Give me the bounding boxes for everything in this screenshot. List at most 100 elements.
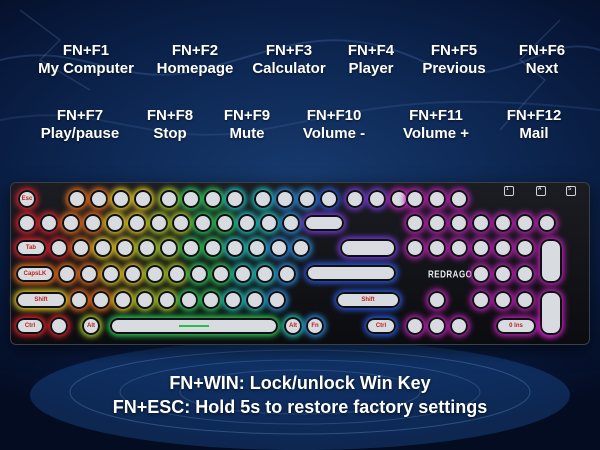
- keycap[interactable]: [246, 291, 264, 309]
- numpad-zero-key[interactable]: 0 Ins: [496, 318, 536, 334]
- keycap[interactable]: [114, 291, 132, 309]
- keycap[interactable]: [180, 291, 198, 309]
- keycap[interactable]: [94, 239, 112, 257]
- esc-key[interactable]: Esc: [18, 190, 36, 208]
- keycap[interactable]: [406, 239, 424, 257]
- keycap[interactable]: [472, 265, 490, 283]
- keycap[interactable]: [450, 214, 468, 232]
- keycap[interactable]: [298, 190, 316, 208]
- keycap[interactable]: [428, 317, 446, 335]
- spacebar-key[interactable]: [110, 318, 278, 334]
- enter-key[interactable]: [306, 265, 396, 281]
- keycap[interactable]: [216, 214, 234, 232]
- keycap[interactable]: [182, 190, 200, 208]
- keycap[interactable]: [58, 265, 76, 283]
- capslock-key[interactable]: CapsLK: [16, 266, 54, 282]
- keycap[interactable]: [204, 190, 222, 208]
- keycap[interactable]: [406, 190, 424, 208]
- keycap[interactable]: [212, 265, 230, 283]
- keycap[interactable]: [182, 239, 200, 257]
- keycap[interactable]: [172, 214, 190, 232]
- keycap[interactable]: [136, 291, 154, 309]
- keycap[interactable]: [406, 317, 424, 335]
- keycap[interactable]: [278, 265, 296, 283]
- keycap[interactable]: [190, 265, 208, 283]
- keycap[interactable]: [292, 239, 310, 257]
- keycap[interactable]: [226, 239, 244, 257]
- keycap[interactable]: [494, 291, 512, 309]
- keycap[interactable]: [84, 214, 102, 232]
- keycap[interactable]: [124, 265, 142, 283]
- keycap[interactable]: [268, 291, 286, 309]
- numpad-plus-key[interactable]: [540, 239, 562, 283]
- keycap[interactable]: [516, 265, 534, 283]
- keycap[interactable]: [62, 214, 80, 232]
- keycap[interactable]: [168, 265, 186, 283]
- keycap[interactable]: [160, 190, 178, 208]
- left-alt-key[interactable]: Alt: [82, 317, 100, 335]
- keycap[interactable]: [428, 190, 446, 208]
- keycap[interactable]: [18, 214, 36, 232]
- keycap[interactable]: [40, 214, 58, 232]
- fn-key[interactable]: Fn: [306, 317, 324, 335]
- keycap[interactable]: [428, 239, 446, 257]
- keycap[interactable]: [516, 239, 534, 257]
- keycap[interactable]: [538, 214, 556, 232]
- keycap[interactable]: [260, 214, 278, 232]
- keycap[interactable]: [112, 190, 130, 208]
- keycap[interactable]: [428, 214, 446, 232]
- keycap[interactable]: [494, 214, 512, 232]
- keycap[interactable]: [320, 190, 338, 208]
- keycap[interactable]: [68, 190, 86, 208]
- keycap[interactable]: [70, 291, 88, 309]
- keycap[interactable]: [146, 265, 164, 283]
- keycap[interactable]: [194, 214, 212, 232]
- keycap[interactable]: [406, 214, 424, 232]
- keycap[interactable]: [102, 265, 120, 283]
- keycap[interactable]: [224, 291, 242, 309]
- keycap[interactable]: [276, 190, 294, 208]
- keycap[interactable]: [202, 291, 220, 309]
- right-alt-key[interactable]: Alt: [284, 317, 302, 335]
- keycap[interactable]: [158, 291, 176, 309]
- keycap[interactable]: [346, 190, 364, 208]
- keycap[interactable]: [226, 190, 244, 208]
- keycap[interactable]: [472, 239, 490, 257]
- keycap[interactable]: [128, 214, 146, 232]
- keycap[interactable]: [72, 239, 90, 257]
- keycap[interactable]: [138, 239, 156, 257]
- keycap[interactable]: [150, 214, 168, 232]
- backspace-key[interactable]: [304, 215, 344, 231]
- keycap[interactable]: [80, 265, 98, 283]
- left-shift-key[interactable]: Shift: [16, 292, 66, 308]
- keycap[interactable]: [282, 214, 300, 232]
- keycap[interactable]: [90, 190, 108, 208]
- keycap[interactable]: [106, 214, 124, 232]
- keycap[interactable]: [450, 190, 468, 208]
- keycap[interactable]: [256, 265, 274, 283]
- keycap[interactable]: [472, 214, 490, 232]
- keycap[interactable]: [494, 239, 512, 257]
- keycap[interactable]: [428, 291, 446, 309]
- keycap[interactable]: [134, 190, 152, 208]
- keycap[interactable]: [516, 214, 534, 232]
- keycap[interactable]: [368, 190, 386, 208]
- keycap[interactable]: [254, 190, 272, 208]
- keycap[interactable]: [234, 265, 252, 283]
- left-ctrl-key[interactable]: Ctrl: [16, 318, 44, 334]
- keycap[interactable]: [472, 291, 490, 309]
- keycap[interactable]: [92, 291, 110, 309]
- numpad-enter-key[interactable]: [540, 291, 562, 335]
- keycap[interactable]: [270, 239, 288, 257]
- tab-key[interactable]: Tab: [16, 240, 46, 256]
- keycap[interactable]: [204, 239, 222, 257]
- keycap[interactable]: [450, 317, 468, 335]
- right-ctrl-key[interactable]: Ctrl: [366, 318, 396, 334]
- keycap[interactable]: [494, 265, 512, 283]
- keycap[interactable]: [248, 239, 266, 257]
- keycap[interactable]: [116, 239, 134, 257]
- keycap[interactable]: [238, 214, 256, 232]
- backslash-key[interactable]: [340, 239, 396, 257]
- right-shift-key[interactable]: Shift: [336, 292, 400, 308]
- keycap[interactable]: [450, 239, 468, 257]
